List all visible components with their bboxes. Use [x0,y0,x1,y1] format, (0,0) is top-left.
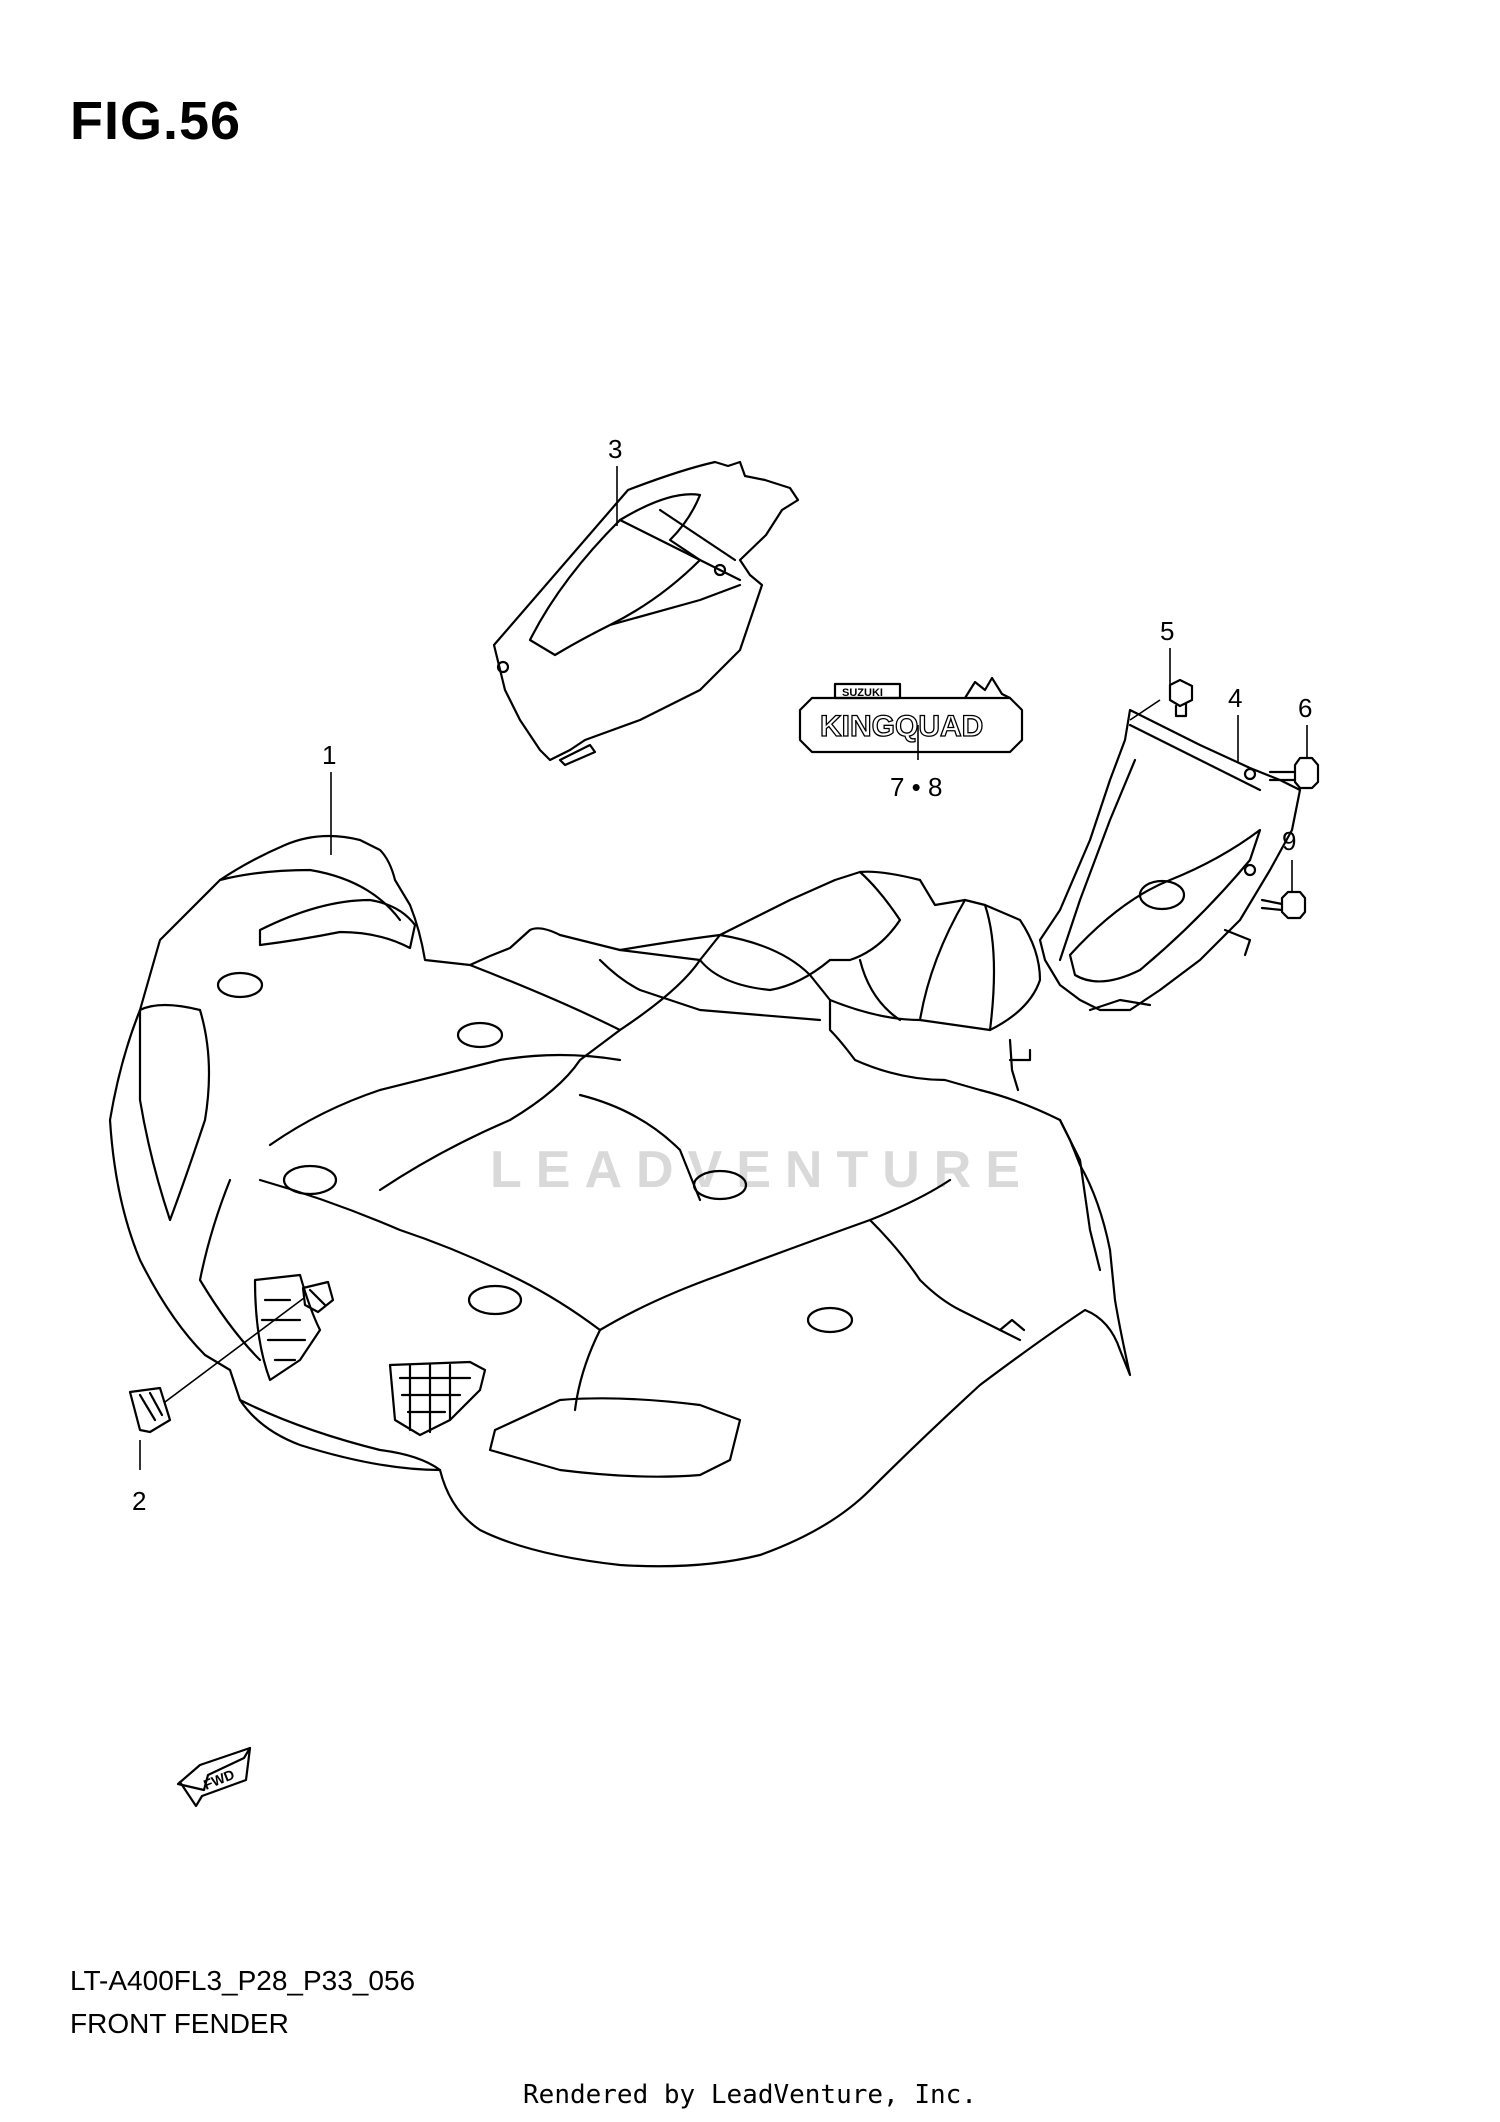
front-grille [253,1273,487,1437]
callout-1: 1 [322,740,336,770]
callout-2: 2 [132,1486,146,1516]
part-4-side-cover [1038,708,1302,1012]
part-3-side-cover [492,460,800,767]
render-credit: Rendered by LeadVenture, Inc. [523,2080,977,2110]
callout-3: 3 [608,434,622,464]
model-code: LT-A400FL3_P28_P33_056 [70,1965,416,1996]
part-6-bolt [1268,756,1320,790]
leader-lines [139,466,1308,1470]
part-5-clip [1168,678,1194,718]
callout-4: 4 [1228,683,1242,713]
watermark-logo: LEADVENTURE [490,1141,1035,1199]
section-name: FRONT FENDER [70,2008,289,2039]
figure-title: FIG.56 [70,91,242,151]
part-9-screw [1260,890,1307,920]
decal-brand-large: KINGQUAD [820,710,983,743]
fwd-arrow-icon [176,1746,252,1808]
part-7-8-decal [798,676,1024,754]
decal-brand-small: SUZUKI [842,687,883,699]
callout-6: 6 [1298,693,1312,723]
callout-9: 9 [1282,826,1296,856]
callout-5: 5 [1160,616,1174,646]
part-1-front-fender [108,834,1132,1568]
part-2-emblem [128,1280,335,1434]
callout-7-8: 7 • 8 [890,772,942,802]
